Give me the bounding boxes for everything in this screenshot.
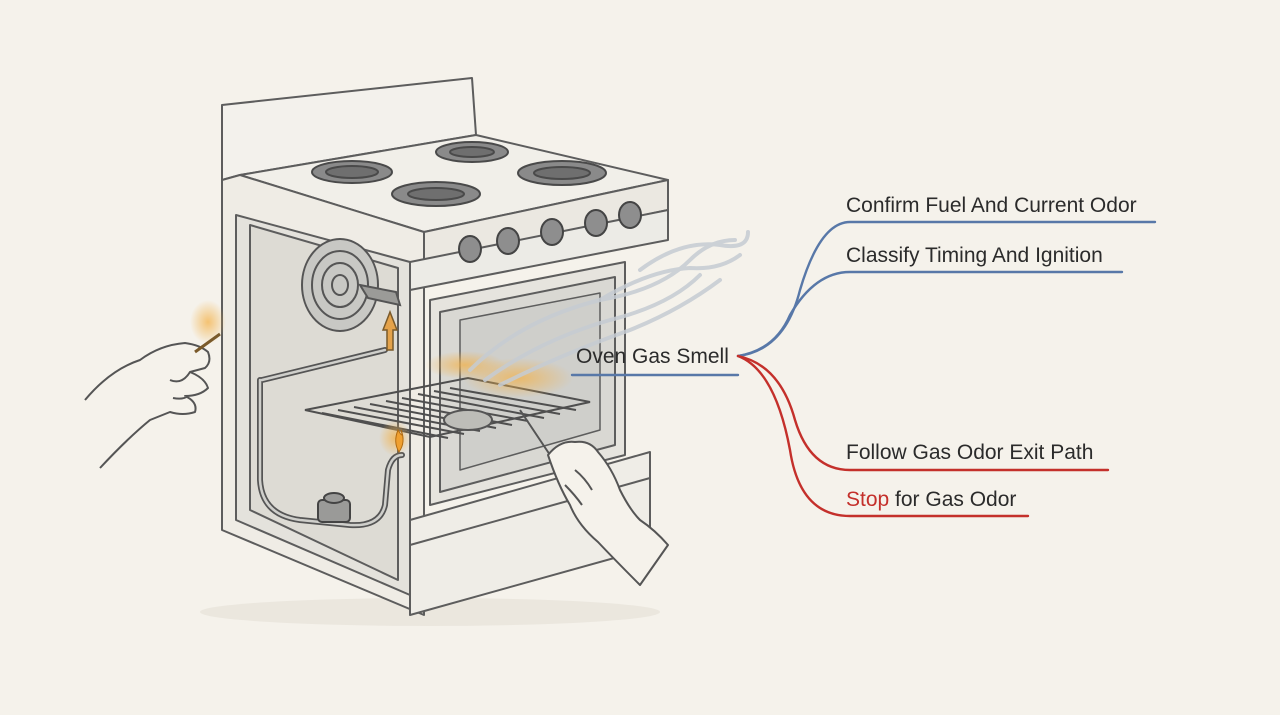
connector-branch-3: [736, 354, 1110, 472]
gas-odor-wisps: [468, 230, 750, 387]
connector-branch-2: [736, 270, 1124, 358]
center-topic-label: Oven Gas Smell: [576, 345, 729, 368]
floor-shadow: [200, 598, 660, 626]
branch-label-follow-exit-path: Follow Gas Odor Exit Path: [846, 441, 1094, 464]
stop-label-rest: for Gas Odor: [889, 488, 1017, 511]
mindmap-connectors: [570, 220, 1157, 518]
igniter-arrow-icon: [381, 309, 399, 351]
connector-branch-1: [736, 220, 1157, 358]
branch-label-stop-gas-odor: Stop for Gas Odor: [846, 489, 1016, 510]
gas-line-inner: [258, 348, 404, 527]
stop-emphasis: Stop: [846, 488, 890, 511]
left-hand-illustration: [84, 332, 221, 469]
bake-burner: [443, 409, 493, 431]
cooktop-burners: [311, 141, 607, 207]
pilot-flame-icon: [395, 428, 404, 453]
gas-regulator: [317, 492, 351, 523]
convection-fan: [301, 238, 402, 332]
right-hand-illustration: [519, 409, 669, 586]
connector-branch-4: [736, 354, 1030, 518]
control-knobs: [458, 201, 642, 263]
branch-label-confirm-fuel: Confirm Fuel And Current Odor: [846, 194, 1137, 217]
branch-label-classify-timing: Classify Timing And Ignition: [846, 244, 1103, 267]
